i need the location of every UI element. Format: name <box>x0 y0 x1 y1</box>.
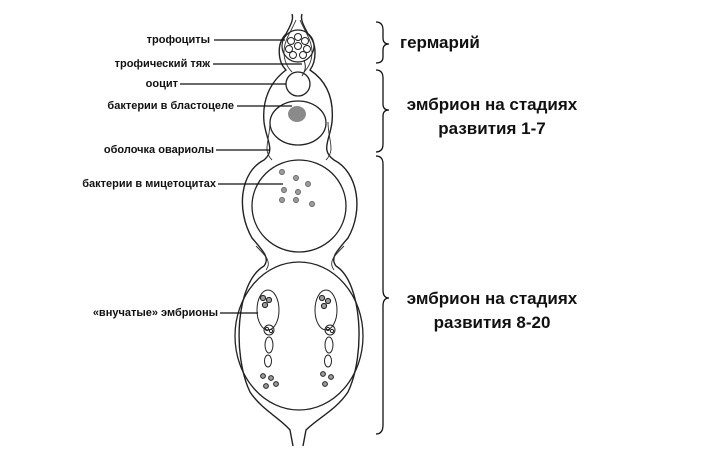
ovariole-sheath-outline <box>238 13 360 447</box>
oocyte-shape <box>285 71 311 97</box>
ovariole-sheath-inner <box>255 19 345 271</box>
grandchild-embryo-left <box>256 289 280 389</box>
brace-early <box>375 69 390 153</box>
trophic-cord-line <box>301 59 306 77</box>
trophocytes-cluster <box>285 33 311 59</box>
leader-lines <box>180 39 302 314</box>
early-embryo-shape <box>269 100 327 146</box>
grandchild-embryo-right <box>314 289 338 387</box>
germarium-outline <box>281 29 315 63</box>
label-grandchild-embryos: «внучатые» эмбрионы <box>92 307 218 319</box>
brace-late <box>375 155 390 435</box>
label-trophocytes: трофоциты <box>146 34 210 46</box>
region-germarium: гермарий <box>400 33 480 52</box>
region-late-line2: развития 8-20 <box>433 313 551 332</box>
middle-embryo-shape <box>251 159 347 253</box>
label-mycetocyte-bacteria: бактерии в мицетоцитах <box>82 178 216 190</box>
label-ovariole-sheath: оболочка овариолы <box>103 144 214 156</box>
blastocoel-bacteria-spot <box>288 106 306 122</box>
mycetocyte-bacteria-dots <box>279 169 315 207</box>
brace-germarium <box>375 21 390 64</box>
region-late-line1: эмбрион на стадиях <box>406 289 578 308</box>
region-early-line2: развития 1-7 <box>438 119 546 138</box>
label-trophic-cord: трофический тяж <box>114 58 210 70</box>
label-oocyte: ооцит <box>145 78 178 90</box>
late-embryo-shape <box>234 261 364 411</box>
label-blastocoel-bacteria: бактерии в бластоцеле <box>107 100 234 112</box>
region-early-line1: эмбрион на стадиях <box>406 95 578 114</box>
